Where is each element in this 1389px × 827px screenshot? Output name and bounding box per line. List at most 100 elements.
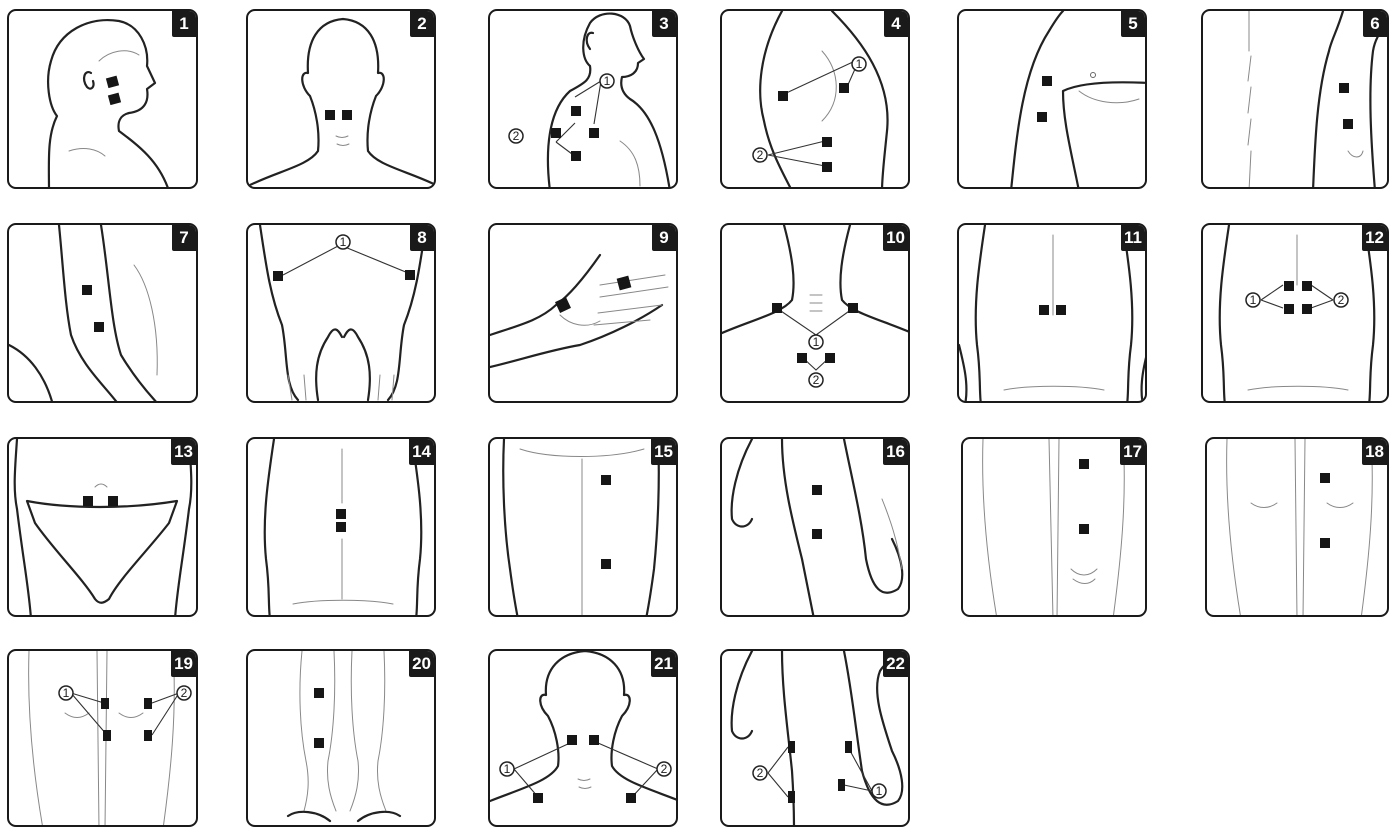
marker-1: 1 [336, 235, 350, 249]
electrode-pad [405, 270, 415, 280]
electrode-pad [1284, 304, 1294, 314]
back-of-neck-illustration [248, 11, 436, 189]
electrode-pad [838, 779, 845, 791]
panel-number: 7 [172, 225, 196, 251]
marker-1: 1 [872, 784, 886, 798]
electrode-pad [571, 151, 581, 161]
electrode-pad [1037, 112, 1047, 122]
panel-number: 3 [652, 11, 676, 37]
electrode-pad [772, 303, 782, 313]
panel-number: 4 [884, 11, 908, 37]
electrode-pad [551, 128, 561, 138]
panel-9: 9 [488, 223, 678, 403]
marker-2: 2 [1334, 293, 1348, 307]
marker-2: 2 [657, 762, 671, 776]
electrode-pad [1079, 459, 1089, 469]
panel-12: 1 2 12 [1201, 223, 1389, 403]
electrode-pad [336, 522, 346, 532]
electrode-pad [82, 285, 92, 295]
marker-2: 2 [753, 148, 767, 162]
panel-number: 6 [1363, 11, 1387, 37]
electrode-pad [1079, 524, 1089, 534]
electrode-pad [1343, 119, 1353, 129]
electrode-pad [336, 509, 346, 519]
electrode-pad [589, 128, 599, 138]
electrode-pad [778, 91, 788, 101]
electrode-pad [567, 735, 577, 745]
upper-arm-illustration [959, 11, 1147, 189]
panel-number: 8 [410, 225, 434, 251]
electrode-pad [839, 83, 849, 93]
marker-2: 2 [509, 129, 523, 143]
shins-illustration [248, 651, 436, 827]
marker-1: 1 [500, 762, 514, 776]
electrode-pad [1284, 281, 1294, 291]
marker-1: 1 [809, 335, 823, 349]
panel-number: 12 [1362, 225, 1387, 251]
panel-22: 2 1 22 [720, 649, 910, 827]
panel-11: 11 [957, 223, 1147, 403]
electrode-pad [825, 353, 835, 363]
panel-19: 1 2 19 [7, 649, 198, 827]
electrode-pad [626, 793, 636, 803]
panel-3: 2 1 3 [488, 9, 678, 189]
electrode-pad [822, 137, 832, 147]
electrode-pad [1039, 305, 1049, 315]
panel-18: 18 [1205, 437, 1389, 617]
panel-14: 14 [246, 437, 436, 617]
wrists-illustration: 1 [248, 225, 436, 403]
forearm-illustration [9, 225, 198, 403]
marker-1: 1 [600, 74, 614, 88]
electrode-pad [812, 529, 822, 539]
svg-text:1: 1 [604, 74, 611, 88]
marker-1: 1 [852, 57, 866, 71]
back-of-thigh-illustration [490, 439, 678, 617]
lower-back-placement-illustration: 1 2 [1203, 225, 1389, 403]
panel-20: 20 [246, 649, 436, 827]
marker-2: 2 [177, 686, 191, 700]
panel-number: 11 [1121, 225, 1145, 251]
electrode-pad [589, 735, 599, 745]
electrode-pad [342, 110, 352, 120]
marker-2: 2 [809, 373, 823, 387]
panel-17: 17 [961, 437, 1147, 617]
electrode-pad [1302, 304, 1312, 314]
upper-arm-back-illustration [1203, 11, 1389, 189]
panel-number: 1 [172, 11, 196, 37]
electrode-pad [273, 271, 283, 281]
electrode-pad [1042, 76, 1052, 86]
marker-2: 2 [753, 766, 767, 780]
marker-1: 1 [1246, 293, 1260, 307]
electrode-pad [144, 730, 152, 741]
hand-illustration [490, 225, 678, 403]
lumbar-spine-illustration [248, 439, 436, 617]
electrode-pad [788, 741, 795, 753]
panel-5: 5 [957, 9, 1147, 189]
panel-16: 16 [720, 437, 910, 617]
panel-7: 7 [7, 223, 198, 403]
side-of-thigh-illustration [722, 439, 910, 617]
shoulder-illustration: 2 1 [490, 11, 678, 189]
svg-text:2: 2 [813, 373, 820, 387]
electrode-pad [1302, 281, 1312, 291]
front-of-thigh-illustration [963, 439, 1147, 617]
electrode-pad [103, 730, 111, 741]
electrode-pad [314, 688, 324, 698]
panel-number: 19 [171, 651, 196, 677]
electrode-pad [325, 110, 335, 120]
svg-text:2: 2 [1338, 293, 1345, 307]
electrode-pad [812, 485, 822, 495]
lower-back-illustration [959, 225, 1147, 403]
knees-illustration: 1 2 [9, 651, 198, 827]
panel-15: 15 [488, 437, 678, 617]
panel-1: 1 [7, 9, 198, 189]
panel-6: 6 [1201, 9, 1389, 189]
electrode-pad [314, 738, 324, 748]
electrode-pad [848, 303, 858, 313]
electrode-pad [845, 741, 852, 753]
neck-and-shoulders-illustration: 1 2 [490, 651, 678, 827]
electrode-pad [533, 793, 543, 803]
electrode-pad [1056, 305, 1066, 315]
electrode-pad [601, 559, 611, 569]
panel-number: 15 [651, 439, 676, 465]
